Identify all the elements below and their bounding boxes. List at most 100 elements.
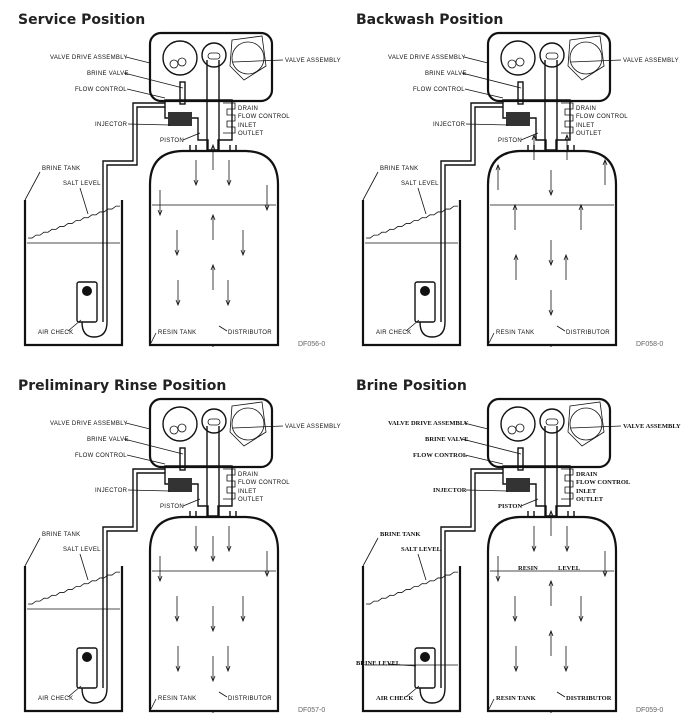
tank-flow-arrow-head [226, 179, 232, 187]
tank-flow-arrow-head [495, 575, 501, 583]
label-distributor: DISTRIBUTOR [228, 330, 272, 336]
tube-flow-arrow-head [548, 579, 554, 587]
leader-line [362, 171, 379, 201]
tube-flow-arrow-head [210, 625, 216, 633]
tank-flow-arrow-head [513, 253, 519, 261]
tank-flow-arrow-head [602, 158, 608, 166]
leader-line [520, 498, 539, 507]
leader-line [79, 553, 89, 581]
label-inlet: INLET [576, 488, 597, 495]
leader-line [123, 438, 184, 455]
drive-gear [500, 40, 536, 76]
label-outlet: OUTLET [576, 496, 604, 503]
port-fittings [561, 468, 574, 500]
cam-plate [229, 35, 267, 81]
leader-line [150, 332, 157, 344]
air-check-valve [414, 281, 436, 323]
figure-code: DF058-0 [636, 341, 663, 348]
injector-block [168, 112, 192, 126]
tank-flow-arrow-head [157, 209, 163, 217]
leader-line [405, 685, 420, 698]
label-piston: PISTON [160, 504, 184, 510]
cam-disc [231, 41, 265, 75]
tank-flow-arrow-head [563, 665, 569, 673]
label-flow-control2: FLOW CONTROL [576, 114, 628, 120]
label-valve-assembly: VALVE ASSEMBLY [623, 423, 681, 430]
leader-line [125, 56, 151, 64]
brine-line-wall [440, 468, 503, 688]
tank-flow-arrow-head [225, 299, 231, 307]
leader-line [488, 698, 495, 710]
leader-line [125, 422, 151, 430]
leader-line [123, 72, 184, 89]
label-injector: INJECTOR [95, 122, 128, 128]
cam-disc [231, 407, 265, 441]
tank-flow-arrow-head [513, 665, 519, 673]
drive-gear [162, 406, 198, 442]
tube-flow-arrow-head [548, 309, 554, 317]
label-resin-tank: RESIN TANK [496, 695, 536, 702]
leader-line [417, 187, 427, 215]
salt-level-line [365, 205, 459, 239]
label-drain: DRAIN [238, 472, 258, 478]
label-piston: PISTON [498, 138, 522, 144]
tube-flow-arrow-head [210, 263, 216, 271]
brine-tank [361, 566, 462, 713]
label-resin-tank: RESIN TANK [158, 330, 196, 336]
label-valve-drive: VALVE DRIVE ASSEMBLY [388, 420, 469, 427]
brine-valve-stem [179, 81, 186, 105]
cam-plate [229, 401, 267, 447]
figure-code: DF059-0 [636, 707, 663, 714]
leader-line [556, 691, 566, 698]
leader-line [232, 425, 284, 429]
tank-flow-arrow-head [174, 249, 180, 257]
label-salt-level: SALT LEVEL [401, 546, 442, 553]
label-level: LEVEL [558, 565, 581, 572]
leader-line [218, 325, 228, 332]
label-piston: PISTON [160, 138, 184, 144]
label-flow-control: FLOW CONTROL [413, 87, 465, 93]
cam-slot [207, 418, 221, 426]
brine-line-wall [102, 468, 165, 688]
leader-line [570, 59, 622, 63]
label-resin-tank: RESIN TANK [158, 696, 196, 702]
cam-plate [567, 401, 605, 447]
air-check-ball [420, 652, 430, 662]
label-flow-control: FLOW CONTROL [75, 87, 127, 93]
leader-line [463, 422, 489, 430]
air-check-ball [420, 286, 430, 296]
cam-plate [567, 35, 605, 81]
cam-slot [545, 418, 559, 426]
label-drain: DRAIN [576, 471, 598, 478]
label-distributor: DISTRIBUTOR [566, 330, 610, 336]
tank-flow-arrow-head [174, 615, 180, 623]
gear-hub [515, 423, 525, 433]
label-flow-control: FLOW CONTROL [75, 453, 127, 459]
panel-title: Service Position [18, 12, 145, 28]
leader-line [79, 187, 89, 215]
label-outlet: OUTLET [238, 497, 264, 503]
leader-line [488, 332, 495, 344]
tube-flow-arrow-head [548, 629, 554, 637]
leader-line [417, 553, 427, 581]
label-brine-valve: BRINE VALVE [425, 436, 468, 443]
panel-title: Preliminary Rinse Position [18, 378, 226, 394]
cam-wheel [201, 408, 227, 434]
label-brine-valve: BRINE VALVE [425, 71, 467, 77]
tube-flow-arrow-head [210, 555, 216, 563]
label-piston: PISTON [498, 503, 522, 510]
brine-line [419, 472, 503, 704]
leader-line [570, 425, 622, 429]
label-salt-level: SALT LEVEL [63, 547, 101, 553]
leader-line [67, 685, 82, 698]
label-injector: INJECTOR [433, 487, 467, 494]
air-check-ball [82, 652, 92, 662]
leader-line [464, 454, 504, 465]
air-check-valve [414, 647, 436, 689]
drive-gear [500, 406, 536, 442]
tank-flow-arrow-head [175, 299, 181, 307]
brine-tank [23, 566, 124, 713]
gear-hub [169, 59, 179, 69]
